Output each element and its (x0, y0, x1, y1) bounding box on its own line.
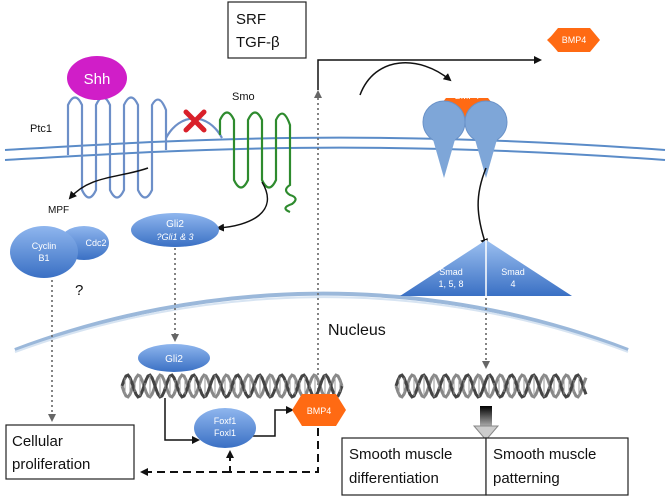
cell-membrane (4, 136, 666, 161)
gli2-nuclear: Gli2 (138, 344, 210, 372)
foxf1-foxl1-protein: Foxf1 Foxl1 (194, 408, 256, 448)
gli2-cytoplasmic: Gli2 ?Gli1 & 3 (131, 213, 219, 247)
bmp4-to-receptor-arrow (359, 62, 452, 96)
nucleus-label: Nucleus (328, 322, 386, 339)
smo-to-gli2-arrow (216, 181, 269, 232)
proliferation-label-2: proliferation (12, 456, 90, 473)
mpf-complex: MPF Cyclin B1 Cdc2 ? (10, 205, 109, 299)
smad-left-label-1: Smad (439, 267, 463, 277)
ptc1-label: Ptc1 (30, 123, 52, 135)
smo-label: Smo (232, 91, 255, 103)
smad-right-label-1: Smad (501, 267, 525, 277)
question-mark: ? (75, 282, 83, 299)
smad-left-label-2: 1, 5, 8 (438, 279, 463, 289)
bmp4-nuclear: BMP4 (292, 394, 346, 426)
tgfb-label: TGF-β (236, 34, 280, 51)
gli2-to-foxf1-arrow (164, 398, 200, 444)
cdc2-label: Cdc2 (85, 238, 106, 248)
cyclin-b1-protein (10, 226, 78, 278)
shh-ligand: Shh (67, 56, 127, 100)
dna-helix-icon (394, 373, 588, 399)
smad-right-label-2: 4 (510, 279, 515, 289)
gli2-nuclear-label: Gli2 (165, 354, 183, 365)
gli13-label: ?Gli1 & 3 (156, 232, 193, 242)
smooth-muscle-differentiation-box: Smooth muscle differentiation (341, 437, 487, 496)
gli2-label: Gli2 (166, 219, 184, 230)
smooth-muscle-patterning-box: Smooth muscle patterning (485, 437, 629, 496)
smad-complex: Smad 1, 5, 8 Smad 4 (400, 240, 572, 296)
smd-label-2: differentiation (349, 470, 439, 487)
smp-label-2: patterning (493, 470, 560, 487)
srf-label: SRF (236, 11, 266, 28)
dna-helix-icon (120, 373, 344, 399)
receptor-to-smad-arrow (477, 167, 488, 247)
bmp4-nuclear-label: BMP4 (307, 406, 332, 416)
bmp4-extracellular-label: BMP4 (562, 35, 587, 45)
nuclear-envelope (14, 291, 629, 353)
expression-output-arrow (472, 406, 500, 441)
cyclin-label-2: B1 (38, 253, 49, 263)
cyclin-label-1: Cyclin (32, 241, 57, 251)
srf-tgfb-box: SRF TGF-β (227, 1, 307, 59)
cellular-proliferation-box: Cellular proliferation (5, 424, 135, 480)
proliferation-label-1: Cellular (12, 433, 63, 450)
bmp4-to-extracellular-arrow (317, 56, 542, 90)
bmp-receptor-icon: BMP4 (422, 91, 508, 178)
foxf1-label: Foxf1 (214, 416, 237, 426)
foxl1-label: Foxl1 (214, 428, 236, 438)
red-x-icon (183, 109, 207, 133)
bmp4-extracellular: BMP4 (547, 28, 600, 52)
smp-label-1: Smooth muscle (493, 446, 596, 463)
shh-label: Shh (84, 71, 111, 88)
smo-receptor: Smo (218, 91, 297, 214)
mpf-label: MPF (48, 205, 69, 216)
ptc1-to-mpf-arrow (68, 167, 149, 200)
bmp4-receptor-label: BMP4 (455, 91, 480, 101)
smd-label-1: Smooth muscle (349, 446, 452, 463)
foxf1-to-bmp4-arrow (250, 406, 294, 437)
